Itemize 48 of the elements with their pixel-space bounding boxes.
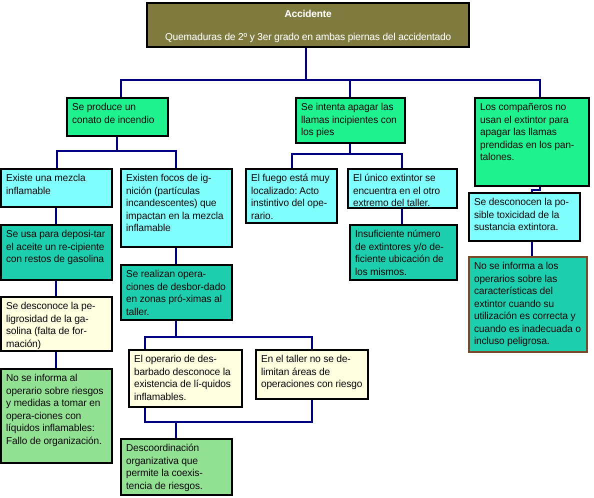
cause-text: Se desconoce la pe-ligrosidad de la ga-solina (falta de for-mación): [6, 301, 96, 351]
cause-box: [468, 192, 581, 242]
connector-line: [175, 400, 313, 438]
cause-box: [0, 368, 113, 464]
cause-text: Existe una mezcla inflamable: [6, 173, 86, 198]
cause-text: Descoordinación organizativa que permite la coexis-tencia de riesgos.: [126, 443, 204, 493]
cause-box: [474, 97, 590, 187]
connector-line: [116, 137, 177, 168]
cause-box: [347, 168, 458, 209]
cause-text: El fuego está muy localizado: Acto instintivo del ope-rario.: [251, 173, 330, 223]
cause-text: Se produce un conato de incendio: [72, 102, 156, 127]
cause-box: [295, 97, 406, 144]
cause-box: [255, 349, 369, 400]
cause-text: Se usa para deposi-tar el aceite un re-cipiente con restos de gasolina: [6, 229, 106, 266]
connector-line: [305, 48, 541, 97]
cause-box: [245, 168, 338, 224]
cause-text: Se realizan opera-ciones de desbor-dado en zonas pró-ximas al taller.: [126, 269, 227, 319]
cause-text: No se informa a los operarios sobre las características del extintor cuando su utilización es correcta y cuando es inadecuada o incluso peligrosa.: [474, 261, 582, 348]
connector-line: [401, 209, 403, 224]
connector-line: [175, 248, 177, 264]
cause-text: Existen focos de ig-nición (partículas incandescentes) que impactan en la mezcla inflamable: [126, 173, 224, 236]
cause-box: [128, 349, 243, 408]
cause-box: [120, 438, 233, 496]
connector-line: [531, 242, 533, 256]
cause-box: [0, 168, 113, 208]
cause-text: En el taller no se de-limitan áreas de operaciones con riesgo: [261, 354, 364, 392]
cause-box: [0, 224, 113, 281]
connector-line: [175, 321, 313, 349]
cause-box: [349, 224, 458, 281]
cause-box: [66, 97, 169, 137]
cause-text: No se informa al operario sobre riesgos y medidas a tomar en opera-ciones con líquidos inflamables: Fallo de organización.: [6, 373, 104, 448]
cause-text: Se intenta apagar las llamas incipientes con los pies: [301, 102, 398, 140]
cause-text: Se desconocen la po-sible toxicidad de la sustancia extintora.: [474, 197, 570, 234]
event-description: Quemaduras de 2º y 3er grado en ambas piernas del accidentado: [164, 32, 452, 44]
cause-box: [0, 296, 113, 352]
cause-text: El único extintor se encuentra en el otro extremo del taller.: [353, 173, 441, 210]
cause-text: Los compañeros no usan el extintor para apagar las llamas prendidas en los pan-talones.: [480, 102, 576, 164]
cause-text: El operario de des-barbado desconoce la existencia de lí-quidos inflamables.: [134, 354, 232, 404]
title-text: Accidente: [284, 9, 332, 22]
cause-box: [120, 264, 233, 321]
connector-line: [531, 187, 541, 192]
cause-box: [120, 168, 233, 248]
connector-line: [55, 208, 57, 224]
cause-box: [468, 256, 588, 353]
connector-line: [55, 281, 57, 296]
root-event-box: [146, 2, 470, 48]
connector-line: [55, 352, 57, 368]
cause-text: Insuficiente número de extintores y/o de-ficiente ubicación de los mismos.: [355, 229, 445, 279]
